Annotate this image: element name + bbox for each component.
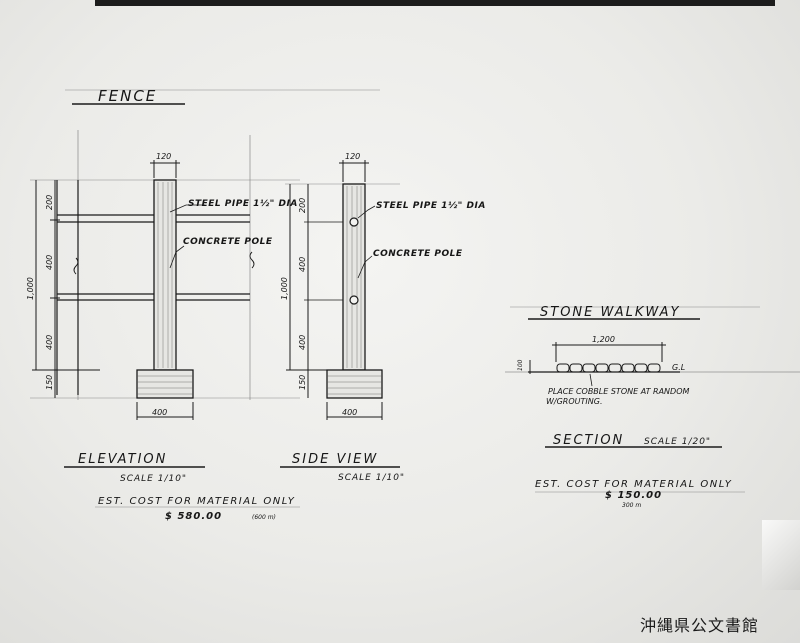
fence-title: FENCE — [98, 87, 157, 105]
side-dim-400b: 400 — [298, 335, 307, 350]
top-shadow-band — [95, 0, 775, 6]
elevation-base-width: 400 — [152, 408, 167, 417]
side-view-title: SIDE VIEW — [292, 452, 378, 467]
elevation-overall-height: 1,000 — [26, 277, 35, 300]
side-top-width: 120 — [345, 152, 360, 161]
walkway-width-dim: 1,200 — [592, 335, 615, 344]
paper-corner-fold — [762, 520, 800, 590]
walkway-title: STONE WALKWAY — [540, 305, 680, 320]
elevation-scale: SCALE 1/10" — [120, 474, 187, 484]
elevation-dim-200: 200 — [45, 195, 54, 210]
walkway-gl-label: G.L — [672, 363, 685, 372]
side-pole-label: CONCRETE POLE — [373, 249, 463, 259]
side-dim-400a: 400 — [298, 257, 307, 272]
walkway-depth-dim: 100 — [517, 359, 524, 371]
side-dim-150: 150 — [298, 375, 307, 390]
elevation-dim-400b: 400 — [45, 335, 54, 350]
side-view-drawing — [280, 160, 400, 468]
side-dim-200: 200 — [298, 198, 307, 213]
walkway-note-1: PLACE COBBLE STONE AT RANDOM — [548, 387, 689, 396]
walkway-note-2: W/GROUTING. — [546, 397, 603, 406]
walkway-cost-value: $ 150.00 — [605, 490, 662, 501]
elevation-cost-value: $ 580.00 — [165, 511, 222, 522]
elevation-dim-400a: 400 — [45, 255, 54, 270]
elevation-pipe-label: STEEL PIPE 1½" DIA — [188, 199, 298, 209]
side-pipe-label: STEEL PIPE 1½" DIA — [376, 201, 486, 211]
section-title: SECTION — [553, 433, 624, 448]
section-scale: SCALE 1/20" — [644, 437, 711, 447]
side-base-width: 400 — [342, 408, 357, 417]
walkway-cost-text: EST. COST FOR MATERIAL ONLY — [535, 479, 732, 490]
elevation-cost-text: EST. COST FOR MATERIAL ONLY — [98, 496, 295, 507]
elevation-cost-note: (600 m) — [252, 514, 276, 521]
side-overall-height: 1,000 — [280, 277, 289, 300]
elevation-title: ELEVATION — [78, 452, 167, 467]
elevation-pole-label: CONCRETE POLE — [183, 237, 273, 247]
elevation-dim-150: 150 — [45, 375, 54, 390]
stone-walkway-drawing — [505, 306, 800, 493]
side-view-scale: SCALE 1/10" — [338, 473, 405, 483]
walkway-cost-note: 300 m — [622, 502, 641, 509]
archive-stamp: 沖縄県公文書館 — [640, 616, 760, 635]
elevation-drawing — [30, 130, 300, 508]
elevation-top-width: 120 — [156, 152, 171, 161]
